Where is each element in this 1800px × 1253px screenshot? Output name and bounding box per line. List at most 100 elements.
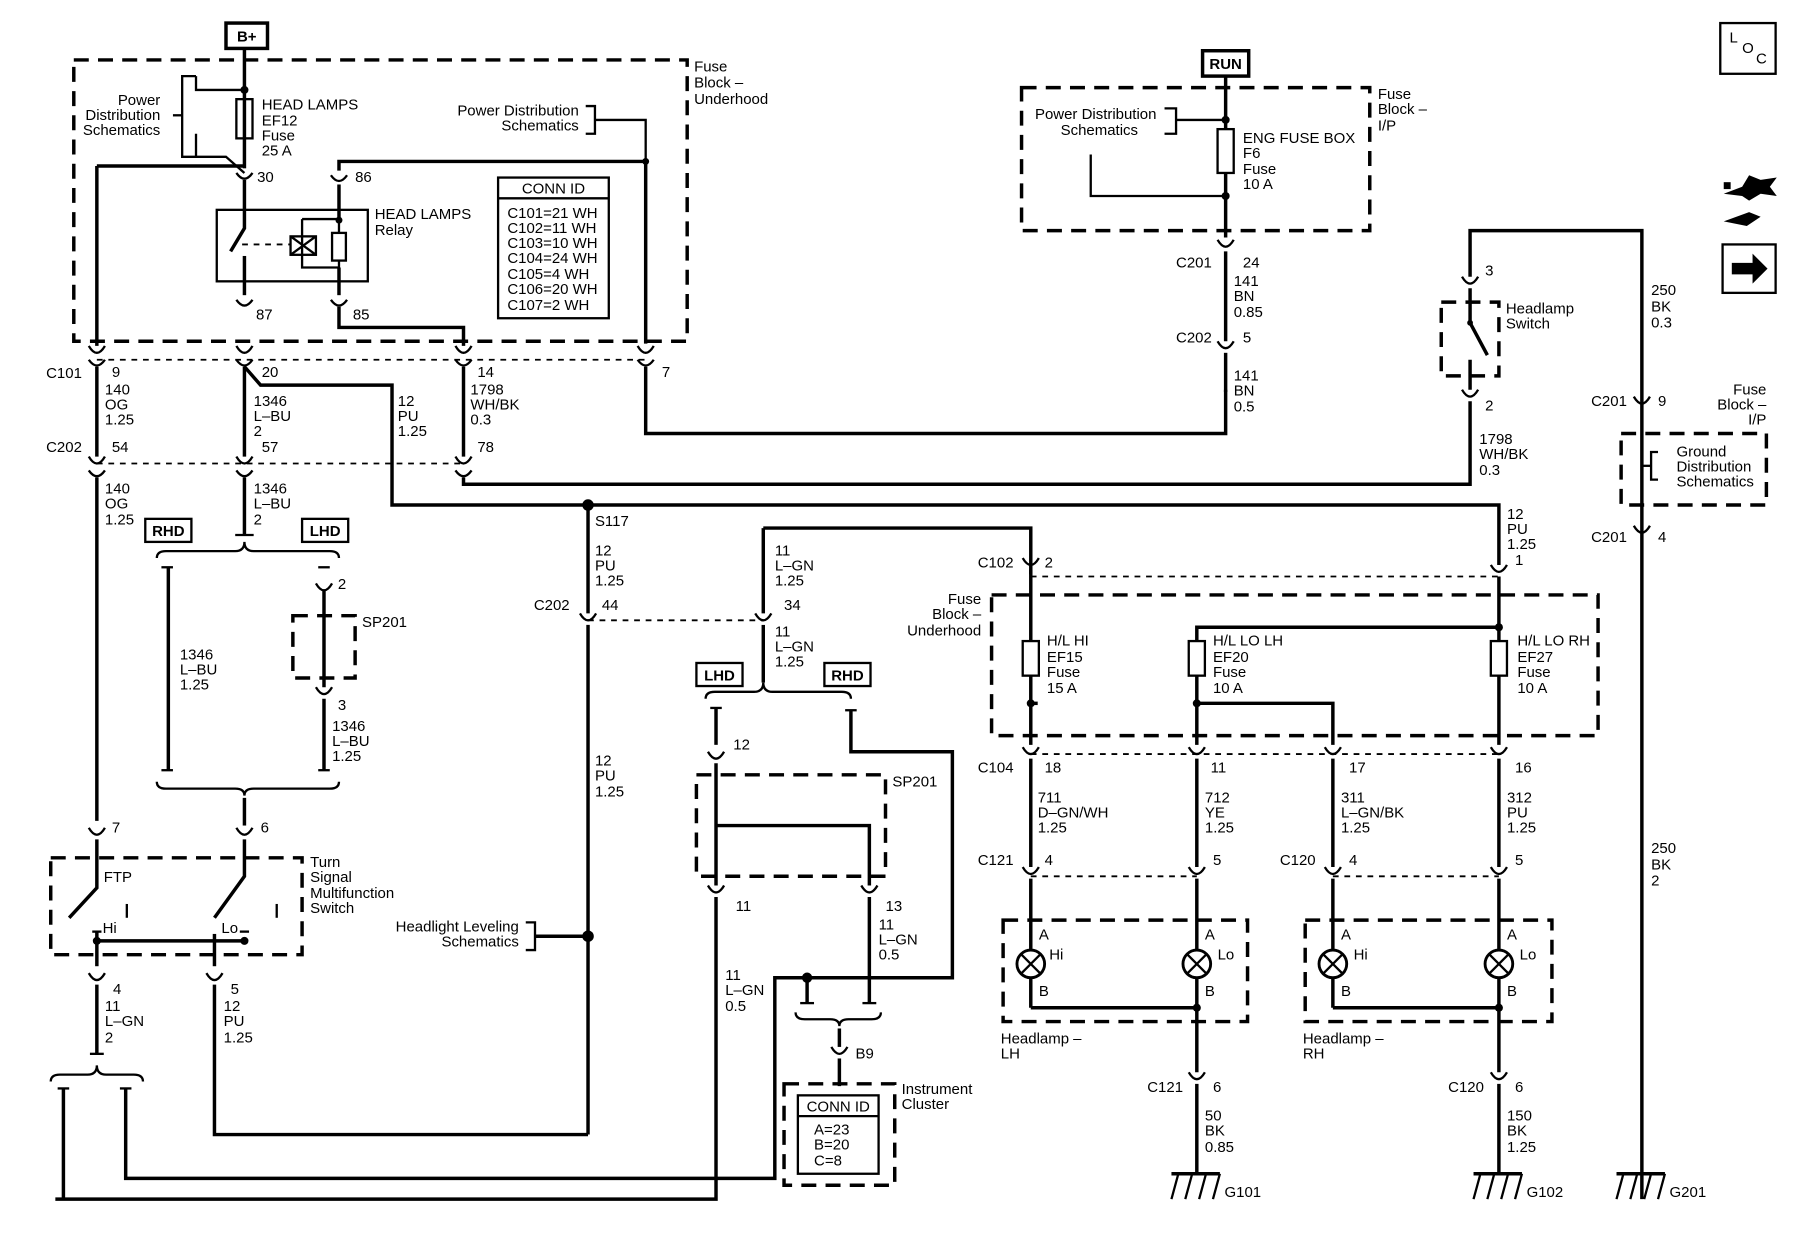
w1346-c-2: L–BU [180,662,217,679]
ef27-name: H/L LO RH [1517,633,1590,650]
fuse-block-underhood-label-3: Underhood [694,91,768,108]
hls-pin-3: 3 [1485,263,1493,280]
fuse-block-ip-1: Fuse [1378,86,1411,103]
lhd-label-left: LHD [310,523,341,540]
harness-routing-icon[interactable] [1723,175,1777,226]
conn-id-ic-2: C=8 [814,1153,842,1170]
lo-label-switch: Lo [221,920,238,937]
c120-label-gnd: C120 [1448,1079,1484,1096]
tsms-label-2: Signal [310,869,352,886]
c201-pin-9: 9 [1658,393,1666,410]
c104-pin-18: 18 [1045,760,1062,777]
w11-d-2: L–GN [725,982,764,999]
rh-lo-label: Lo [1520,946,1537,963]
ef12-id: EF12 [262,113,298,130]
loc-icon[interactable] [1719,21,1777,75]
pds-top-1: Power Distribution [457,102,578,119]
w311-1: 311 [1341,789,1365,806]
w50-2: BK [1205,1123,1225,1140]
c120-pin-6: 6 [1515,1079,1523,1096]
w141-a-1: 141 [1234,273,1259,290]
w1346-c-1: 1346 [180,647,213,664]
c104-pin-17: 17 [1349,760,1366,777]
sp201-mid-pin-11: 11 [736,898,752,915]
w12-e-2: PU [1507,521,1528,538]
fuse-block-underhood-right-box [989,593,1600,738]
w1798-b-2: WH/BK [1479,446,1528,463]
w11-a-1: 11 [105,998,121,1015]
w711-1: 711 [1038,789,1062,806]
w1346-b-2: L–BU [254,495,291,512]
fuse-block-underhood-label-1: Fuse [694,58,727,75]
w712-3: 1.25 [1205,819,1234,836]
c104-pin-16: 16 [1515,760,1532,777]
w140-b-3: 1.25 [105,512,134,529]
c104-label: C104 [978,760,1014,777]
sp201-mid-label: SP201 [892,773,937,790]
w1346-a-2: L–BU [254,408,291,425]
w1346-d-3: 1.25 [332,748,361,765]
w50-3: 0.85 [1205,1139,1234,1156]
sp201-pin-2: 2 [338,576,346,593]
tsms-pin-7: 7 [112,819,120,836]
tsms-pin-5: 5 [231,981,239,998]
rhd-label-mid: RHD [831,667,864,684]
headlamp-rh-box [1303,918,1554,1024]
rh-hi-a: A [1341,927,1351,944]
lh-lo-a: A [1205,927,1215,944]
pin-86: 86 [355,169,372,186]
relay-name-2: Relay [375,222,414,239]
c202-pin-44: 44 [602,597,619,614]
ef15-type: Fuse [1047,664,1080,681]
w312-3: 1.25 [1507,819,1536,836]
w311-3: 1.25 [1341,819,1370,836]
w250-a-1: 250 [1651,282,1676,299]
w11-e-1: 11 [879,916,895,933]
c201-label-gnd-bot: C201 [1591,529,1627,546]
sp201-mid-pin-13: 13 [886,898,903,915]
lh-hi-b: B [1039,983,1049,1000]
lh-lo-b: B [1205,983,1215,1000]
b9-pin: B9 [856,1045,874,1062]
hl-leveling-1: Headlight Leveling [396,919,519,936]
c121-pin-6: 6 [1213,1079,1221,1096]
ef20-rating: 10 A [1213,680,1243,697]
rhd-label-left: RHD [152,523,185,540]
c101-pin-7: 7 [662,364,670,381]
c101-pin-9: 9 [112,364,120,381]
fbu-right-1: Fuse [948,591,981,608]
fuse-block-ip-box [1019,85,1372,233]
c121-pin-4: 4 [1045,852,1053,869]
w140-b-2: OG [105,495,128,512]
c202-label-left: C202 [46,439,82,456]
ef20-id: EF20 [1213,649,1249,666]
c202-pin-34: 34 [784,597,801,614]
w11-a-3: 2 [105,1029,113,1046]
hls-label-1: Headlamp [1506,301,1574,318]
conn-id-top-4: C105=4 WH [507,266,589,283]
w140-a-2: OG [105,396,128,413]
rh-lo-bulb-icon [1483,948,1515,980]
g101-label: G101 [1224,1184,1261,1201]
w140-a-3: 1.25 [105,411,134,428]
f6-fuse [1216,127,1235,175]
c202-pin-78: 78 [477,439,494,456]
w12-c-1: 12 [595,543,612,560]
w150-2: BK [1507,1123,1527,1140]
fbu-right-2: Block – [932,606,982,623]
ef15-rating: 15 A [1047,680,1077,697]
lhd-label-mid: LHD [704,667,735,684]
w12-d-2: PU [595,768,616,785]
g102-label: G102 [1527,1184,1564,1201]
c101-label: C101 [46,365,82,382]
c102-pin-2: 2 [1045,554,1053,571]
w12-b-1: 12 [224,998,241,1015]
c201-pin-4: 4 [1658,529,1666,546]
pds-top-2: Schematics [501,117,578,134]
next-page-arrow-icon[interactable] [1721,243,1777,295]
c121-pin-5: 5 [1213,852,1221,869]
w1346-d-2: L–BU [332,733,369,750]
f6-id: F6 [1243,145,1260,162]
loc-icon-c: C [1756,50,1767,67]
